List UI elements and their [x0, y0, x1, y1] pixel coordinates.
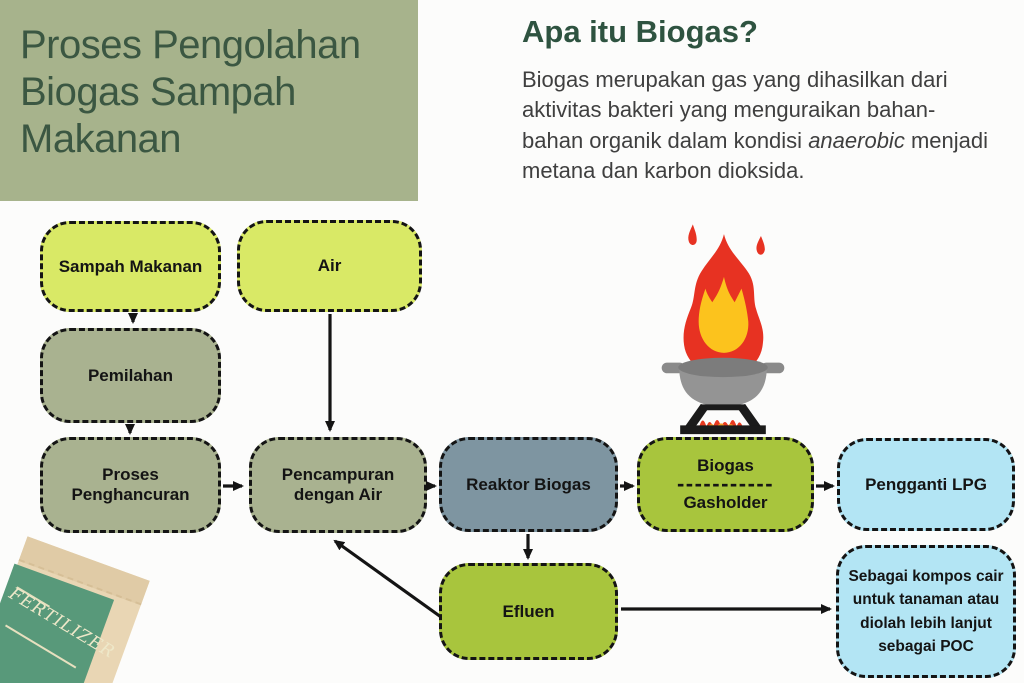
fertilizer-label-line: [0, 674, 46, 683]
fertilizer-label-text: FERTILIZER: [5, 583, 119, 663]
node-pemilahan: Pemilahan: [40, 328, 221, 423]
about-body-italic: anaerobic: [808, 127, 905, 153]
node-sampah-makanan: Sampah Makanan: [40, 221, 221, 312]
node-pengganti-lpg-label: Pengganti LPG: [865, 474, 987, 494]
fertilizer-bag-illustration: FERTILIZER: [0, 536, 150, 683]
biogas-gasholder-stack: Biogas ----------- Gasholder: [677, 456, 774, 512]
flame-icon: [683, 224, 765, 375]
node-pencampuran-dengan-air: Pencampuran dengan Air: [249, 437, 427, 533]
about-body-end: menjadi metana dan karbon dioksida.: [522, 127, 988, 184]
node-proses-penghancuran: Proses Penghancuran: [40, 437, 221, 533]
biogas-label: Biogas: [697, 456, 754, 476]
fire-pot-illustration: [661, 224, 785, 435]
node-pengganti-lpg: Pengganti LPG: [837, 438, 1015, 531]
about-body-start: Biogas merupakan gas yang dihasilkan dar…: [522, 67, 948, 153]
kompos-line-2: untuk tanaman atau: [852, 591, 1000, 609]
node-pemilahan-label: Pemilahan: [87, 365, 174, 385]
pot-icon: [661, 357, 785, 407]
node-kompos-cair: Sebagai kompos cair untuk tanaman atau d…: [836, 545, 1016, 678]
node-pencampuran-label: Pencampuran dengan Air: [281, 465, 395, 504]
node-biogas-gasholder: Biogas ----------- Gasholder: [637, 437, 814, 532]
title-banner: Proses Pengolahan Biogas Sampah Makanan: [0, 0, 418, 201]
node-reaktor-biogas-label: Reaktor Biogas: [466, 474, 591, 494]
kompos-line-1: Sebagai kompos cair: [848, 568, 1004, 585]
burner-icon: [680, 403, 766, 435]
node-efluen-label: Efluen: [502, 601, 555, 621]
node-efluen: Efluen: [439, 563, 618, 660]
about-section: Apa itu Biogas? Biogas merupakan gas yan…: [522, 14, 1004, 186]
gasholder-label: Gasholder: [683, 492, 768, 512]
biogas-gasholder-divider: -----------: [676, 471, 775, 497]
node-proses-penghancuran-label: Proses Penghancuran: [71, 465, 190, 504]
about-body: Biogas merupakan gas yang dihasilkan dar…: [522, 65, 996, 186]
node-air: Air: [237, 220, 422, 312]
kompos-line-3: diolah lebih lanjut: [860, 614, 992, 632]
arrow-efluen-to-pencampuran: [333, 539, 442, 619]
node-air-label: Air: [317, 256, 342, 275]
page-title: Proses Pengolahan Biogas Sampah Makanan: [20, 23, 361, 161]
kompos-line-4: sebagai POC: [878, 637, 974, 655]
about-heading: Apa itu Biogas?: [522, 14, 758, 49]
kompos-text: Sebagai kompos cair untuk tanaman atau d…: [848, 565, 1003, 658]
node-reaktor-biogas: Reaktor Biogas: [439, 437, 618, 532]
node-sampah-makanan-label: Sampah Makanan: [58, 256, 203, 276]
